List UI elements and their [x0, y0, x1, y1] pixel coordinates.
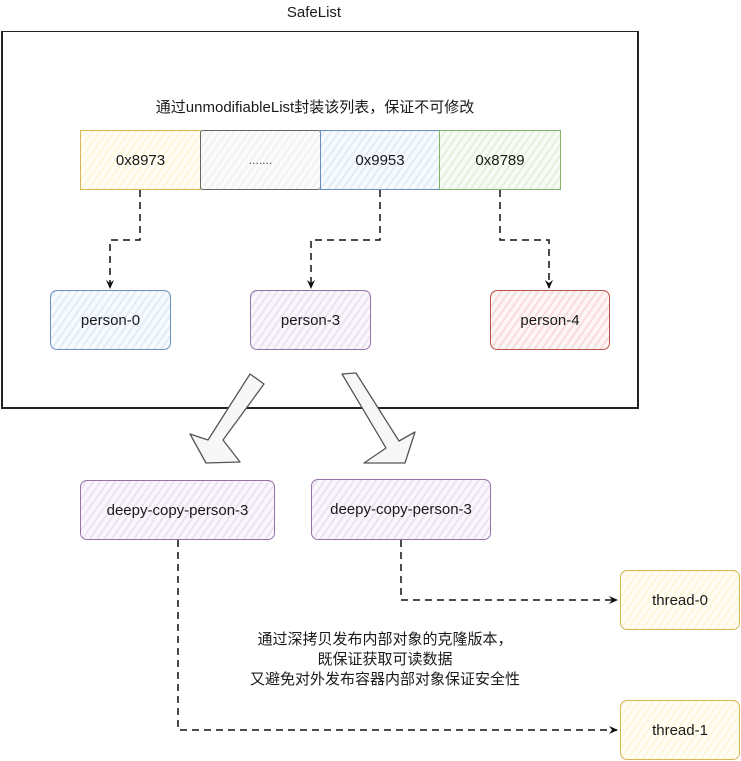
thread-label: thread-0 [652, 591, 708, 609]
list-cell-label: ....... [248, 153, 273, 167]
edge-0x8973-person-0 [106, 190, 141, 289]
thread-label: thread-1 [652, 721, 708, 739]
explanation-line: 通过深拷贝发布内部对象的克隆版本， [257, 631, 513, 648]
explanation-note: 通过深拷贝发布内部对象的克隆版本， 既保证获取可读数据 又避免对外发布容器内部对… [200, 630, 570, 690]
deep-copy-label: deepy-copy-person-3 [106, 501, 249, 519]
person-node-0[interactable]: person-0 [50, 290, 171, 350]
person-label: person-3 [280, 311, 341, 329]
list-cell-0x9953[interactable]: 0x9953 [320, 130, 440, 190]
list-cell-0x8973[interactable]: 0x8973 [80, 130, 201, 190]
list-cell-ellipsis[interactable]: ....... [200, 130, 321, 190]
block-arrow-left [189, 373, 265, 464]
edge-0x8789-person-4 [499, 190, 553, 289]
thread-node-1[interactable]: thread-1 [620, 700, 740, 760]
edge-copy-left-thread-1 [177, 540, 618, 734]
list-cell-0x8789[interactable]: 0x8789 [439, 130, 561, 190]
deep-copy-node-right[interactable]: deepy-copy-person-3 [311, 479, 491, 540]
list-cell-label: 0x9953 [355, 151, 405, 169]
person-node-3[interactable]: person-3 [250, 290, 371, 350]
list-cell-label: 0x8973 [115, 151, 166, 169]
person-label: person-4 [520, 311, 580, 329]
explanation-line: 既保证获取可读数据 [317, 651, 453, 668]
container-note: 通过unmodifiableList封装该列表，保证不可修改 [155, 99, 475, 116]
list-cell-label: 0x8789 [475, 151, 525, 169]
explanation-line: 又避免对外发布容器内部对象保证安全性 [249, 671, 520, 688]
deep-copy-label: deepy-copy-person-3 [330, 501, 472, 518]
edge-copy-right-thread-0 [400, 540, 618, 604]
block-arrow-right [341, 372, 416, 464]
deep-copy-node-left[interactable]: deepy-copy-person-3 [80, 480, 275, 540]
thread-node-0[interactable]: thread-0 [620, 570, 740, 630]
person-label: person-0 [80, 311, 141, 329]
edge-0x9953-person-3 [307, 190, 381, 289]
person-node-4[interactable]: person-4 [490, 290, 610, 350]
diagram-title: SafeList [286, 4, 342, 21]
safelist-container [1, 31, 639, 409]
